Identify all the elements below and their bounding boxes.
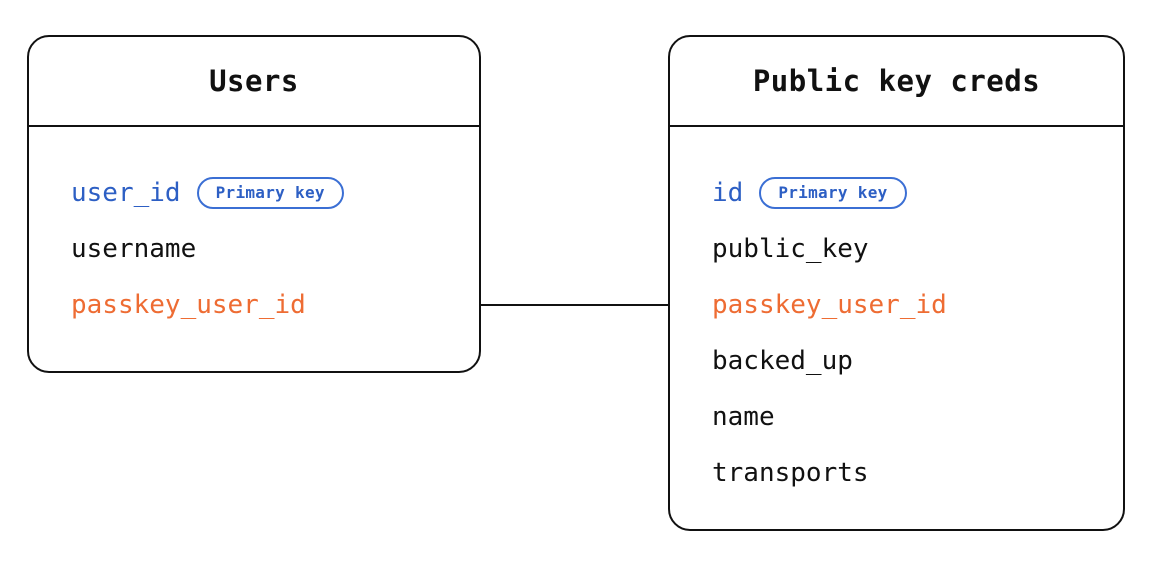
field-name-username: username xyxy=(71,234,197,264)
field-row-passkey-user-id[interactable]: passkey_user_id xyxy=(712,277,1123,333)
entity-header-users: Users xyxy=(29,37,479,127)
entity-field-list-public-key-creds: id Primary key public_key passkey_user_i… xyxy=(670,127,1123,529)
field-row-public-key[interactable]: public_key xyxy=(712,221,1123,277)
primary-key-badge-label: Primary key xyxy=(215,183,325,202)
entity-title-public-key-creds: Public key creds xyxy=(752,64,1041,98)
field-row-passkey-user-id[interactable]: passkey_user_id xyxy=(71,277,479,333)
field-row-id[interactable]: id Primary key xyxy=(712,165,1123,221)
field-row-user-id[interactable]: user_id Primary key xyxy=(71,165,479,221)
field-name-id: id xyxy=(712,178,744,208)
field-row-transports[interactable]: transports xyxy=(712,445,1123,501)
relationship-connector-users-to-creds xyxy=(481,304,669,306)
entity-table-users[interactable]: Users user_id Primary key username passk… xyxy=(27,35,481,373)
field-name-name: name xyxy=(712,402,775,432)
primary-key-badge: Primary key xyxy=(196,177,344,209)
field-name-user-id: user_id xyxy=(71,178,181,208)
field-name-passkey-user-id: passkey_user_id xyxy=(71,290,306,320)
field-name-transports: transports xyxy=(712,458,869,488)
field-name-passkey-user-id: passkey_user_id xyxy=(712,290,947,320)
primary-key-badge: Primary key xyxy=(759,177,907,209)
field-name-public-key: public_key xyxy=(712,234,869,264)
entity-title-users: Users xyxy=(209,64,299,98)
field-name-backed-up: backed_up xyxy=(712,346,853,376)
entity-field-list-users: user_id Primary key username passkey_use… xyxy=(29,127,479,371)
primary-key-badge-label: Primary key xyxy=(778,183,888,202)
field-row-name[interactable]: name xyxy=(712,389,1123,445)
entity-table-public-key-creds[interactable]: Public key creds id Primary key public_k… xyxy=(668,35,1125,531)
field-row-username[interactable]: username xyxy=(71,221,479,277)
field-row-backed-up[interactable]: backed_up xyxy=(712,333,1123,389)
entity-header-public-key-creds: Public key creds xyxy=(670,37,1123,127)
